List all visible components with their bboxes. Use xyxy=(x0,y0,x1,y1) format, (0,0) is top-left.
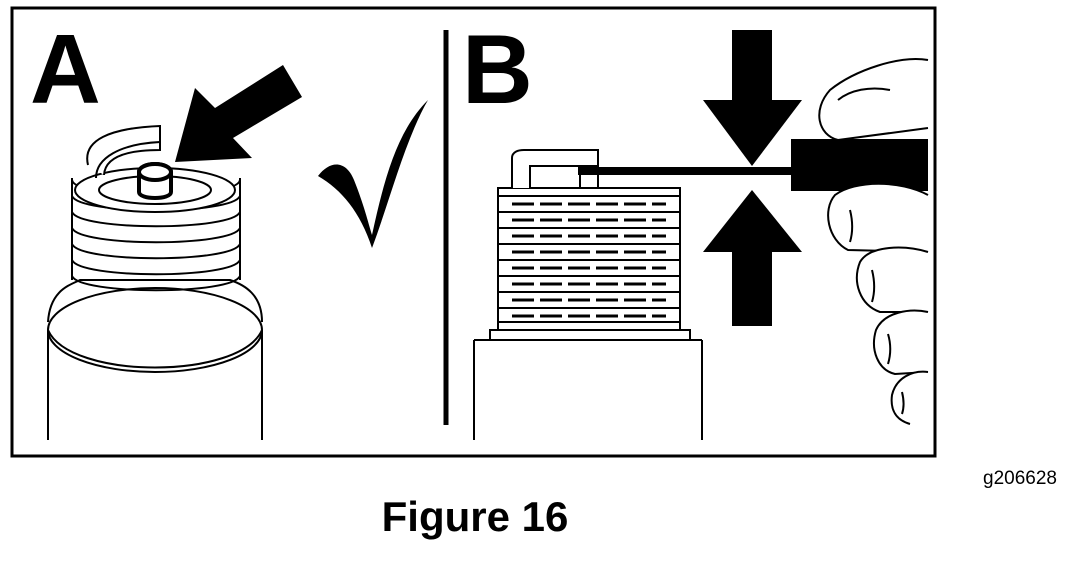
feeler-gauge-icon xyxy=(578,139,928,191)
figure-caption: Figure 16 xyxy=(381,493,569,540)
figure-illustration xyxy=(10,6,937,458)
gap-arrows-icon xyxy=(703,30,802,326)
pointer-arrow-icon xyxy=(175,65,302,162)
panel-a-label: A xyxy=(30,14,101,124)
panel-a-spark-plug-icon xyxy=(47,124,263,440)
checkmark-icon xyxy=(318,100,428,248)
panel-b-spark-plug-icon xyxy=(473,149,703,440)
hand-icon xyxy=(818,58,929,425)
panel-b-label: B xyxy=(462,14,533,124)
figure-id: g206628 xyxy=(983,468,1057,489)
